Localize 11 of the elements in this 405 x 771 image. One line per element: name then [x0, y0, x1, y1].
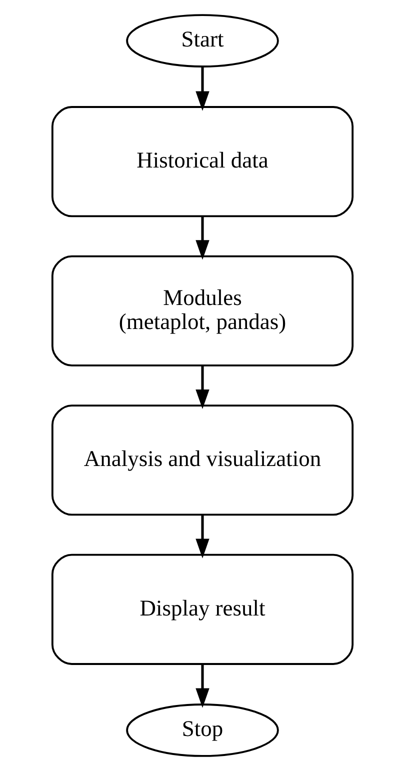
arrow: [196, 366, 210, 410]
arrow: [196, 514, 210, 558]
node-box: Display result: [51, 554, 354, 665]
node-box: Historical data: [51, 106, 354, 218]
node-ellipse: Stop: [126, 704, 279, 757]
node-box: Modules (metaplot, pandas): [51, 255, 354, 366]
arrow: [196, 67, 210, 111]
node-ellipse: Start: [126, 14, 279, 68]
arrow: [196, 216, 210, 260]
arrow: [196, 664, 210, 708]
node-box: Analysis and visualization: [51, 404, 354, 516]
